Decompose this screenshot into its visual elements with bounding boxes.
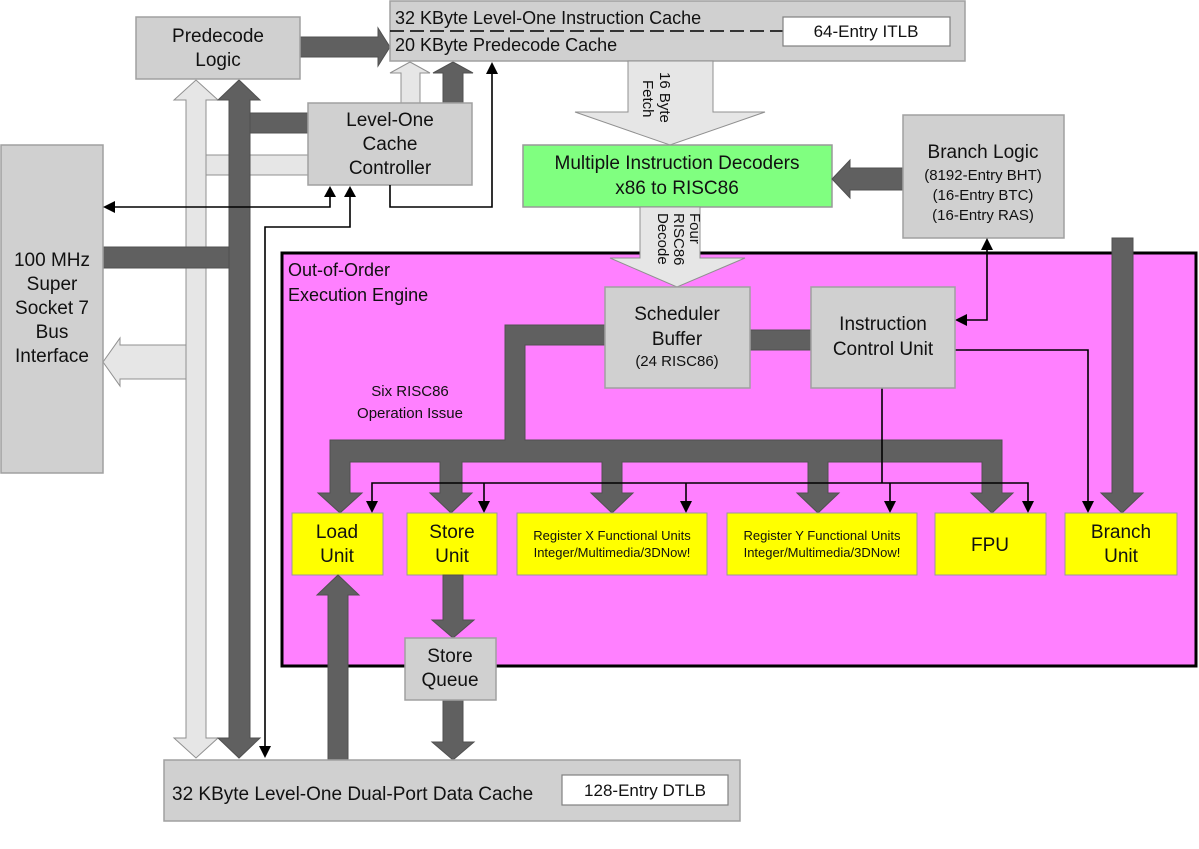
fetch-label-1: 16 Byte: [656, 72, 673, 123]
load-label-2: Unit: [320, 546, 355, 567]
scheduler-capacity: (24 RISC86): [635, 353, 718, 370]
scheduler-buffer: [604, 286, 751, 389]
decoders-label-2: x86 to RISC86: [615, 178, 739, 199]
itlb: [782, 16, 951, 47]
dtlb-label: 128-Entry DTLB: [584, 781, 706, 800]
store-to-queue-arrow: [430, 574, 476, 639]
dark-bus-vertical: [216, 79, 262, 759]
fetch-arrow: [574, 60, 766, 146]
branch-unit: [1064, 512, 1178, 576]
l1ctrl-label-2: Cache: [363, 134, 418, 155]
itlb-label: 64-Entry ITLB: [814, 22, 919, 41]
light-bus-interface-arrow: [102, 336, 187, 388]
predecode-logic: [135, 16, 301, 80]
branch-unit-label-1: Branch: [1091, 522, 1151, 543]
light-arrow-icache: [389, 61, 431, 104]
btc-label: (16-Entry BTC): [933, 187, 1034, 204]
predecode-label-2: Logic: [195, 50, 240, 71]
regy-label-2: Integer/Multimedia/3DNow!: [744, 545, 901, 560]
bht-label: (8192-Entry BHT): [924, 167, 1042, 184]
decode-label-2: RISC86: [670, 213, 687, 266]
icache-label: 32 KByte Level-One Instruction Cache: [395, 8, 701, 28]
regx-label-1: Register X Functional Units: [533, 528, 691, 543]
bus-label-1: 100 MHz: [14, 250, 90, 271]
load-label-1: Load: [316, 522, 358, 543]
l1ctrl-label-1: Level-One: [346, 110, 434, 131]
scheduler-icu-link: [749, 329, 812, 351]
store-queue-label-1: Store: [427, 646, 472, 667]
store-queue: [404, 637, 497, 701]
icu-label-1: Instruction: [839, 314, 927, 335]
branch-logic: [902, 114, 1065, 239]
decode-label-3: Decode: [654, 213, 671, 265]
decode-label-1: Four: [686, 213, 703, 244]
fetch-label-2: Fetch: [639, 80, 656, 118]
predecode-cache-label: 20 KByte Predecode Cache: [395, 35, 617, 55]
dark-bus-l1ctrl: [249, 112, 309, 134]
branch-logic-title: Branch Logic: [928, 142, 1039, 163]
issue-label-2: Operation Issue: [357, 405, 463, 422]
l1ctrl-label-3: Controller: [349, 158, 432, 179]
bus-label-5: Interface: [15, 346, 89, 367]
issue-label-1: Six RISC86: [371, 383, 449, 400]
branch-to-decoders-arrow: [831, 158, 904, 200]
scheduler-label-1: Scheduler: [634, 304, 720, 325]
decoders-label-1: Multiple Instruction Decoders: [555, 153, 800, 174]
regy-label-1: Register Y Functional Units: [743, 528, 901, 543]
dtlb: [561, 774, 729, 806]
branch-unit-label-2: Unit: [1104, 546, 1139, 567]
issue-bus: [316, 324, 1015, 514]
scheduler-label-2: Buffer: [652, 329, 703, 350]
register-x-units: [516, 512, 708, 576]
fpu-label: FPU: [971, 535, 1009, 556]
light-bus-l1ctrl: [205, 154, 309, 176]
load-unit: [291, 512, 384, 576]
dark-arrow-icache: [432, 61, 474, 104]
bus-label-4: Bus: [36, 322, 69, 343]
register-y-units: [726, 512, 918, 576]
predecode-label-1: Predecode: [172, 26, 264, 47]
bus-label-3: Socket 7: [15, 298, 89, 319]
instruction-decoders: [522, 144, 833, 208]
regx-label-2: Integer/Multimedia/3DNow!: [534, 545, 691, 560]
dcache-label: 32 KByte Level-One Dual-Port Data Cache: [172, 784, 533, 805]
ras-label: (16-Entry RAS): [932, 207, 1034, 224]
predecode-to-icache-arrow: [297, 26, 391, 68]
dcache-to-load-arrow: [315, 574, 361, 761]
store-unit: [406, 512, 498, 576]
decode-arrow: [609, 206, 746, 288]
engine-label-1: Out-of-Order: [288, 260, 390, 280]
engine-label-2: Execution Engine: [288, 285, 428, 305]
light-bus-vertical: [172, 79, 220, 759]
icu-label-2: Control Unit: [833, 339, 934, 360]
store-queue-label-2: Queue: [421, 670, 478, 691]
store-label-1: Store: [429, 522, 474, 543]
l1-cache-controller: [307, 102, 473, 186]
bus-interface: [0, 144, 104, 474]
fpu: [934, 512, 1047, 576]
store-label-2: Unit: [435, 546, 470, 567]
queue-to-dcache-arrow: [430, 699, 476, 761]
bus-label-2: Super: [27, 274, 78, 295]
branch-logic-to-unit-arrow: [1099, 237, 1145, 514]
control-arrowheads: [366, 483, 1034, 513]
dark-bus-interface: [102, 246, 230, 269]
instruction-control-unit: [810, 286, 956, 389]
